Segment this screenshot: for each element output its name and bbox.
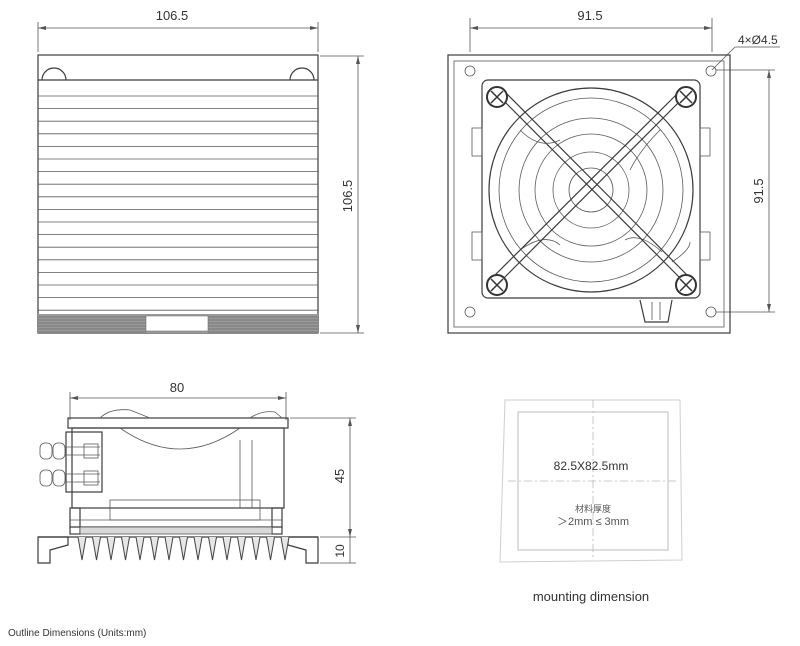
mount-hole <box>705 306 717 318</box>
mount-hole <box>464 306 476 318</box>
front-width-label: 106.5 <box>156 8 189 23</box>
mounting-caption: mounting dimension <box>533 589 649 604</box>
rear-view: 91.5 4×Ø4.5 91.5 <box>447 8 780 334</box>
front-height-label: 106.5 <box>340 180 355 213</box>
fin-height-label: 10 <box>333 544 347 558</box>
rear-plate <box>447 54 731 334</box>
front-base-stripes <box>38 316 318 333</box>
mount-hole <box>464 65 476 77</box>
outline-caption: Outline Dimensions (Units:mm) <box>8 628 146 639</box>
rear-height-label: 91.5 <box>751 178 766 203</box>
side-height-label: 45 <box>332 469 347 483</box>
front-view: 106.5 106.5 <box>37 8 364 334</box>
terminal-connectors <box>39 442 100 487</box>
mounting-cutout: 82.5X82.5mm 材料厚度 ＞2mm ≤ 3mm <box>499 399 683 563</box>
material-thickness-label: 材料厚度 <box>575 503 611 514</box>
grill-screws <box>486 86 697 296</box>
side-view: 80 45 10 <box>37 380 356 564</box>
mount-hole <box>705 65 717 77</box>
rear-width-label: 91.5 <box>577 8 602 23</box>
heatsink-fins <box>77 536 290 561</box>
side-width-label: 80 <box>170 380 184 395</box>
cutout-size-label: 82.5X82.5mm <box>554 459 629 473</box>
front-fins <box>38 95 318 311</box>
hole-spec-label: 4×Ø4.5 <box>738 33 778 47</box>
fan-outer-ring <box>488 87 694 293</box>
thickness-range-label: ＞2mm ≤ 3mm <box>557 516 629 528</box>
front-body <box>37 54 319 334</box>
